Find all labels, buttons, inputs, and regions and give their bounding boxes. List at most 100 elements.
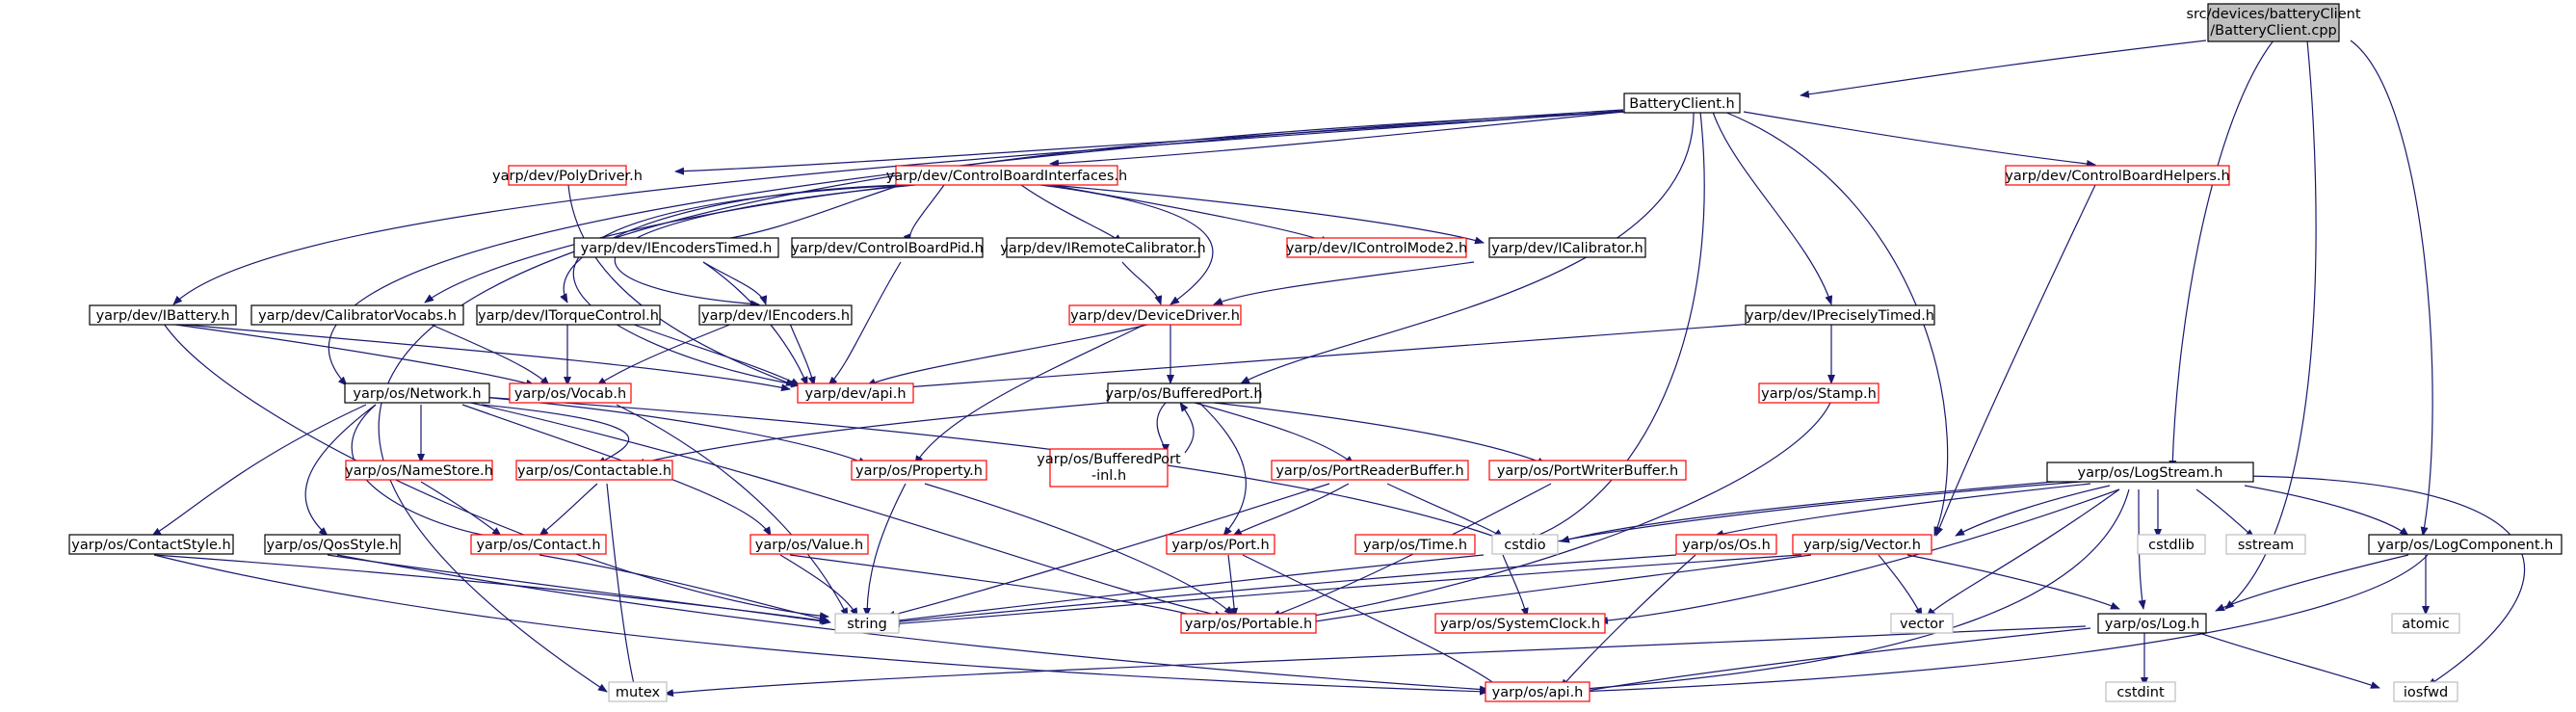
- node-label: yarp/os/Port.h: [1171, 538, 1269, 553]
- node-cstdint[interactable]: cstdint: [2105, 681, 2176, 702]
- edge-cbi-iencoderstimed: [702, 184, 902, 246]
- node-label: yarp/dev/PolyDriver.h: [492, 169, 643, 184]
- node-box: [791, 237, 984, 258]
- edge-network-property: [481, 396, 868, 465]
- edge-root-logstream: [2169, 40, 2274, 470]
- edge-bufferedport-port: [1198, 402, 1247, 537]
- node-calibrator-vocabs[interactable]: yarp/dev/CalibratorVocabs.h: [250, 304, 464, 326]
- node-network[interactable]: yarp/os/Network.h: [344, 382, 490, 404]
- node-iencoders-timed[interactable]: yarp/dev/IEncodersTimed.h: [573, 237, 779, 258]
- node-contact[interactable]: yarp/os/Contact.h: [470, 534, 607, 555]
- edge-devicedriver-property: [914, 323, 1147, 465]
- node-iencoders[interactable]: yarp/dev/IEncoders.h: [698, 304, 853, 326]
- node-log-stream[interactable]: yarp/os/LogStream.h: [2046, 461, 2254, 483]
- node-qos-style[interactable]: yarp/os/QosStyle.h: [264, 534, 401, 555]
- node-sig-vector[interactable]: yarp/sig/Vector.h: [1792, 534, 1932, 555]
- node-itorque-control[interactable]: yarp/dev/ITorqueControl.h: [476, 304, 661, 326]
- node-ibattery[interactable]: yarp/dev/IBattery.h: [89, 304, 237, 326]
- edge-cbi-devapi: [572, 184, 907, 388]
- node-label: yarp/dev/ControlBoardPid.h: [791, 241, 984, 256]
- node-icalibrator[interactable]: yarp/dev/ICalibrator.h: [1488, 237, 1646, 258]
- node-box: [1890, 613, 1954, 634]
- node-port-reader-buffer[interactable]: yarp/os/PortReaderBuffer.h: [1271, 460, 1469, 481]
- node-name-store[interactable]: yarp/os/NameStore.h: [345, 460, 493, 481]
- node-label: sstream: [2238, 538, 2294, 553]
- node-icontrol-mode2[interactable]: yarp/dev/IControlMode2.h: [1286, 237, 1467, 258]
- node-label: yarp/os/PortReaderBuffer.h: [1275, 463, 1463, 479]
- node-device-driver[interactable]: yarp/dev/DeviceDriver.h: [1068, 304, 1242, 326]
- node-box: [1623, 92, 1741, 114]
- node-log-component[interactable]: yarp/os/LogComponent.h: [2368, 534, 2563, 555]
- node-label: yarp/os/QosStyle.h: [267, 538, 399, 553]
- node-port-writer-buffer[interactable]: yarp/os/PortWriterBuffer.h: [1488, 460, 1687, 481]
- node-box: [470, 534, 607, 555]
- node-label: yarp/os/LogStream.h: [2078, 465, 2223, 481]
- node-box: [2097, 613, 2207, 634]
- node-dev-api[interactable]: yarp/dev/api.h: [797, 382, 914, 404]
- node-box: [250, 304, 464, 326]
- node-value[interactable]: yarp/os/Value.h: [749, 534, 869, 555]
- edge-log-mutex: [664, 625, 2087, 698]
- node-control-board-pid[interactable]: yarp/dev/ControlBoardPid.h: [791, 237, 984, 258]
- node-os-vocab[interactable]: yarp/os/Vocab.h: [509, 382, 632, 404]
- edge-qosstyle-osapi: [336, 554, 1489, 694]
- node-port[interactable]: yarp/os/Port.h: [1166, 534, 1275, 555]
- edge-logstream-sigvector: [1955, 485, 2111, 537]
- node-box: [1488, 460, 1687, 481]
- node-vector[interactable]: vector: [1890, 613, 1954, 634]
- edge-prb-string: [885, 483, 1330, 619]
- node-log[interactable]: yarp/os/Log.h: [2097, 613, 2207, 634]
- edge-cbi-icalibrator: [1049, 184, 1485, 245]
- node-sstream[interactable]: sstream: [2225, 534, 2306, 555]
- node-iprecisely-timed[interactable]: yarp/dev/IPreciselyTimed.h: [1745, 304, 1935, 326]
- edge-qosstyle-string: [327, 554, 831, 625]
- node-atomic[interactable]: atomic: [2391, 613, 2460, 634]
- node-portable[interactable]: yarp/os/Portable.h: [1180, 613, 1317, 634]
- edge-port-osapi: [1242, 554, 1504, 691]
- node-iremote-calibrator[interactable]: yarp/dev/IRemoteCalibrator.h: [1000, 237, 1206, 258]
- edge-polydriver-devapi: [567, 184, 796, 386]
- node-time[interactable]: yarp/os/Time.h: [1354, 534, 1476, 555]
- node-iosfwd[interactable]: iosfwd: [2393, 681, 2458, 702]
- edge-os-string: [890, 554, 1677, 626]
- node-mutex[interactable]: mutex: [608, 681, 668, 702]
- node-label: yarp/dev/DeviceDriver.h: [1070, 308, 1240, 324]
- node-box: [797, 382, 914, 404]
- node-cstdlib[interactable]: cstdlib: [2137, 534, 2206, 555]
- node-contactable[interactable]: yarp/os/Contactable.h: [515, 460, 673, 481]
- node-box: [1434, 613, 1606, 634]
- edge-logstream-logcomponent: [2244, 485, 2409, 537]
- edge-namestore-contact: [420, 481, 502, 537]
- node-os-api[interactable]: yarp/os/api.h: [1485, 681, 1590, 702]
- edge-sigvector-string: [890, 554, 1802, 628]
- node-buffered-port[interactable]: yarp/os/BufferedPort.h: [1105, 382, 1263, 404]
- node-property[interactable]: yarp/os/Property.h: [851, 460, 987, 481]
- node-box: [2391, 613, 2460, 634]
- edge-vocab-string: [616, 404, 849, 618]
- node-string[interactable]: string: [834, 613, 900, 634]
- node-cstdio[interactable]: cstdio: [1491, 534, 1559, 555]
- node-contact-style[interactable]: yarp/os/ContactStyle.h: [68, 534, 234, 555]
- node-box: [2105, 681, 2176, 702]
- node-buffered-port-inl[interactable]: yarp/os/BufferedPort-inl.h: [1037, 448, 1181, 488]
- edge-icalibrator-devicedriver: [1213, 261, 1475, 305]
- edge-inl-bufferedport: [1179, 402, 1195, 454]
- node-box: [698, 304, 853, 326]
- edge-bc-cbhelpers: [1743, 111, 2096, 168]
- node-label: yarp/dev/ICalibrator.h: [1491, 241, 1643, 256]
- edge-root-logcomponent: [2350, 40, 2433, 537]
- node-root[interactable]: src/devices/batteryClient/BatteryClient.…: [2186, 3, 2361, 42]
- node-control-board-interfaces[interactable]: yarp/dev/ControlBoardInterfaces.h: [886, 165, 1127, 186]
- node-os-h[interactable]: yarp/os/Os.h: [1675, 534, 1777, 555]
- edge-contact-string: [539, 554, 829, 622]
- node-poly-driver[interactable]: yarp/dev/PolyDriver.h: [492, 165, 643, 186]
- node-battery-client-h[interactable]: BatteryClient.h: [1623, 92, 1741, 114]
- edge-prb-port: [1232, 483, 1350, 537]
- node-stamp[interactable]: yarp/os/Stamp.h: [1758, 382, 1879, 404]
- node-control-board-helpers[interactable]: yarp/dev/ControlBoardHelpers.h: [2005, 165, 2230, 186]
- node-label: yarp/dev/ControlBoardHelpers.h: [2005, 169, 2229, 184]
- node-label: yarp/dev/IPreciselyTimed.h: [1746, 308, 1934, 324]
- node-label: yarp/os/BufferedPort.h: [1105, 386, 1262, 402]
- node-system-clock[interactable]: yarp/os/SystemClock.h: [1434, 613, 1606, 634]
- node-box: [1491, 534, 1559, 555]
